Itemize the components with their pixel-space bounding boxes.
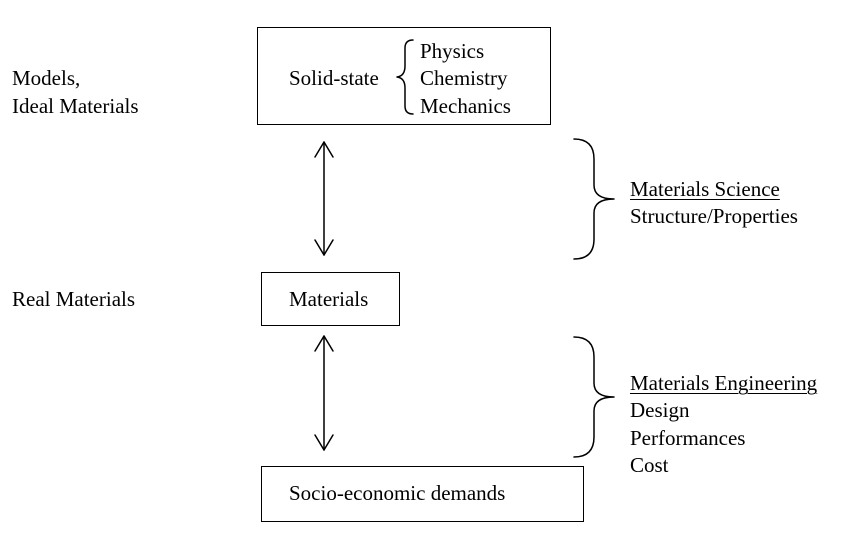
arrow-bottom-head-down bbox=[314, 434, 334, 451]
brace-materials-science bbox=[573, 138, 615, 260]
arrow-bottom-head-up bbox=[314, 335, 334, 352]
solid-state-box bbox=[257, 27, 551, 125]
science-title: Materials Science bbox=[630, 177, 780, 201]
label-models: Models, bbox=[12, 66, 81, 90]
arrow-top-head-up bbox=[314, 141, 334, 158]
engineering-line-performances: Performances bbox=[630, 426, 746, 450]
item-chemistry: Chemistry bbox=[420, 66, 508, 90]
label-ideal-materials: Ideal Materials bbox=[12, 94, 139, 118]
materials-label: Materials bbox=[289, 287, 369, 311]
solid-state-label: Solid-state bbox=[289, 66, 379, 90]
science-line-structure: Structure/Properties bbox=[630, 204, 798, 228]
arrow-top-head-down bbox=[314, 239, 334, 256]
label-real-materials: Real Materials bbox=[12, 287, 136, 311]
materials-box bbox=[261, 272, 400, 326]
small-left-brace bbox=[396, 39, 414, 115]
socio-economic-box bbox=[261, 466, 584, 522]
engineering-line-cost: Cost bbox=[630, 453, 669, 477]
item-mechanics: Mechanics bbox=[420, 94, 511, 118]
brace-materials-engineering bbox=[573, 336, 615, 458]
item-physics: Physics bbox=[420, 39, 485, 63]
socio-economic-label: Socio-economic demands bbox=[289, 481, 506, 505]
engineering-line-design: Design bbox=[630, 398, 690, 422]
engineering-title: Materials Engineering bbox=[630, 371, 818, 395]
